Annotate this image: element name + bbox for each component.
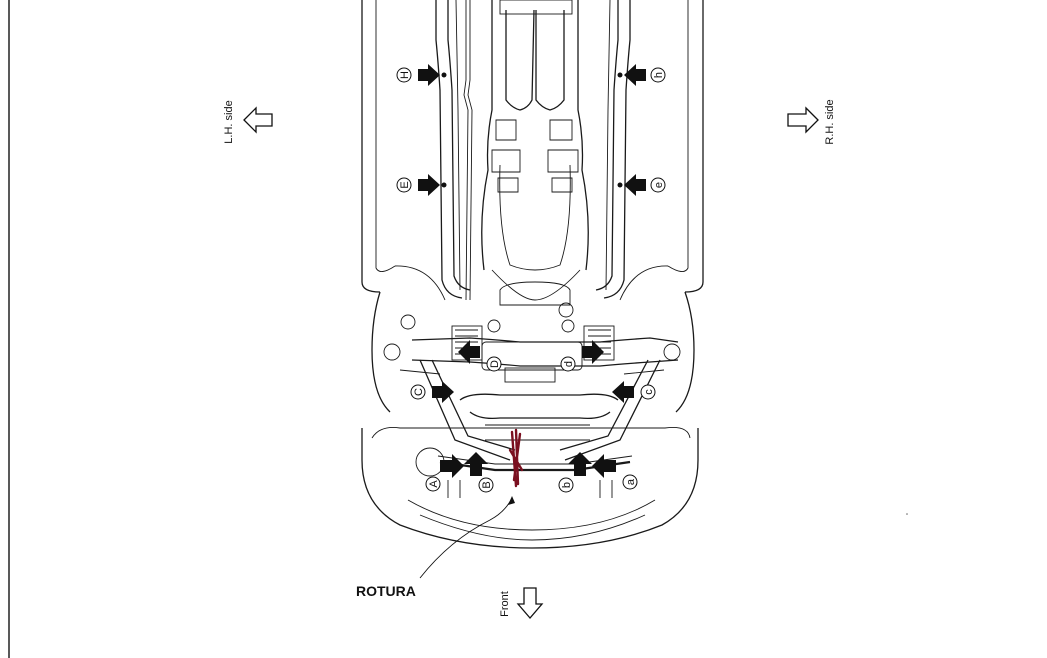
arrow-c — [612, 381, 634, 403]
svg-text:B: B — [481, 481, 493, 488]
front-indicator: Front — [499, 587, 544, 619]
point-d: d — [560, 356, 576, 372]
arrow-E — [418, 174, 440, 196]
lh-side-label: L.H. side — [223, 100, 235, 143]
arrow-a — [592, 454, 616, 478]
point-e: e — [650, 177, 666, 193]
vehicle-body-outline — [361, 0, 704, 549]
arrow-C — [432, 381, 454, 403]
point-H: H — [396, 67, 412, 83]
rh-side-indicator: R.H. side — [787, 99, 836, 145]
arrow-spring-right — [582, 340, 604, 364]
point-c: c — [640, 384, 656, 400]
point-A: A — [425, 476, 441, 492]
point-E: E — [396, 177, 412, 193]
floor-rails — [435, 0, 631, 318]
point-h: h — [650, 67, 666, 83]
svg-text:D: D — [489, 360, 501, 368]
svg-text:b: b — [561, 482, 573, 488]
arrow-h — [624, 64, 646, 86]
dot-h — [617, 72, 623, 78]
front-label: Front — [499, 591, 511, 617]
svg-text:h: h — [653, 72, 665, 78]
arrow-spring-left — [458, 340, 480, 364]
left-arrow-icon — [243, 106, 273, 134]
svg-text:H: H — [399, 71, 411, 79]
point-C: C — [410, 384, 426, 400]
break-mark — [508, 428, 524, 488]
point-B: B — [478, 477, 494, 493]
arrow-b — [568, 452, 592, 476]
dot-E — [441, 182, 447, 188]
mount-arrows — [418, 64, 646, 478]
rh-side-label: R.H. side — [824, 99, 836, 144]
scan-speck — [906, 513, 908, 515]
svg-text:e: e — [653, 182, 665, 188]
arrow-B — [464, 452, 488, 476]
dot-e — [617, 182, 623, 188]
point-a: a — [622, 474, 638, 490]
svg-text:c: c — [643, 389, 655, 395]
right-arrow-icon — [787, 106, 819, 134]
dot-H — [441, 72, 447, 78]
right-spring — [583, 325, 615, 361]
arrow-H — [418, 64, 440, 86]
point-labels: H h E e D d C c — [396, 67, 666, 493]
svg-text:C: C — [413, 388, 425, 396]
down-arrow-icon — [516, 587, 544, 619]
arrow-e — [624, 174, 646, 196]
annotation-leader-arrowhead — [508, 496, 515, 505]
svg-text:a: a — [625, 478, 637, 485]
svg-text:d: d — [563, 361, 575, 367]
point-D: D — [486, 356, 502, 372]
front-suspension — [383, 314, 681, 498]
svg-text:A: A — [428, 480, 440, 488]
annotation-leader-line — [419, 497, 513, 579]
lh-side-indicator: L.H. side — [223, 100, 273, 144]
annotation-rotura: ROTURA — [356, 583, 416, 599]
svg-text:E: E — [399, 181, 411, 188]
arrow-A — [440, 454, 464, 478]
point-b: b — [558, 477, 574, 493]
